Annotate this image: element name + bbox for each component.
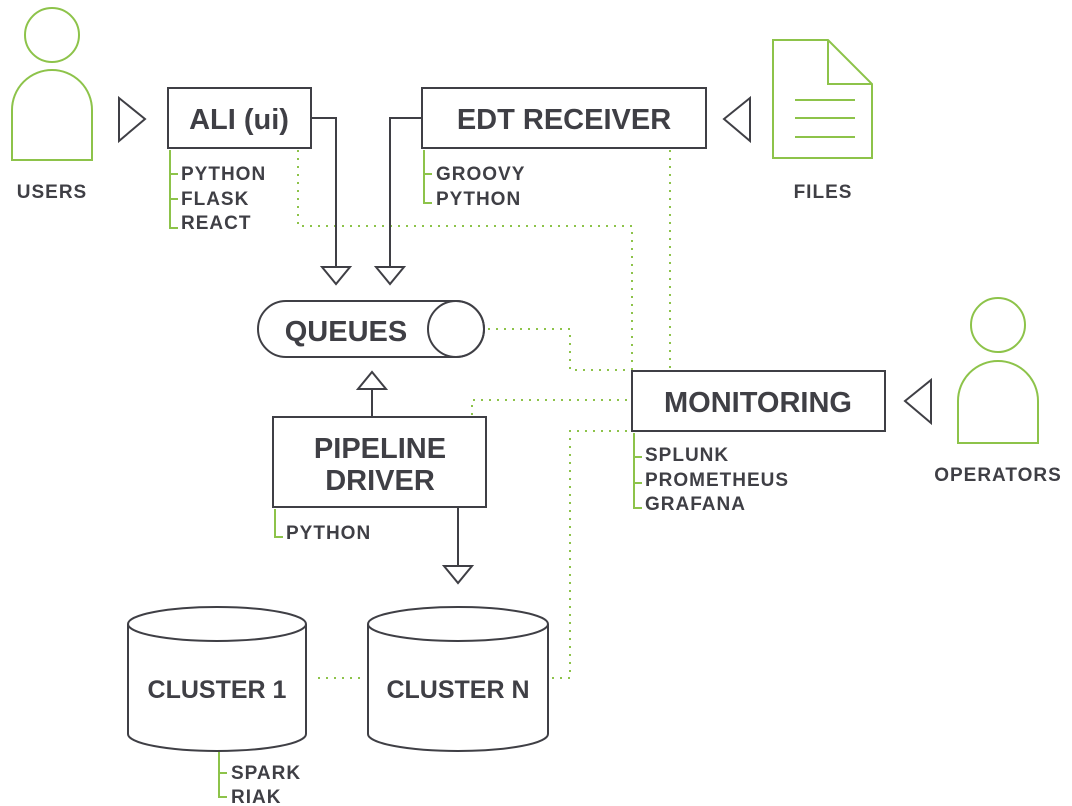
cluster-n-body <box>367 624 549 752</box>
pipeline-driver-title-line1: PIPELINE <box>314 433 446 465</box>
edt-tech-item: GROOVY <box>436 164 525 185</box>
cluster-1-database: CLUSTER 1 SPARK RIAK <box>127 606 307 806</box>
ali-tech-bracket <box>169 150 178 229</box>
queues-label: QUEUES <box>285 316 407 348</box>
files-actor: FILES <box>772 39 873 203</box>
cluster-n-top <box>367 606 549 642</box>
ali-tech-item: PYTHON <box>181 164 266 185</box>
queues-end-cap <box>427 300 485 358</box>
files-to-edt-arrow-icon <box>722 95 751 144</box>
edt-receiver-box: EDT RECEIVER GROOVY PYTHON <box>421 87 707 210</box>
operators-label: OPERATORS <box>934 465 1062 486</box>
queues-to-monitoring-dotted-line <box>488 328 632 371</box>
pipeline-tech-item: PYTHON <box>286 523 371 544</box>
cluster-tech-item: RIAK <box>231 787 281 806</box>
cluster-1-label: CLUSTER 1 <box>148 676 287 704</box>
users-label: USERS <box>17 182 87 203</box>
edt-to-queues-arrow-icon <box>373 266 407 286</box>
monitoring-tech-item: GRAFANA <box>645 494 746 515</box>
monitoring-box-title: MONITORING <box>664 387 852 419</box>
pipeline-to-monitoring-dotted-line <box>471 399 632 415</box>
cluster-tech-bracket <box>218 752 227 798</box>
users-to-ali-arrow-icon <box>118 95 147 144</box>
cluster-n-label: CLUSTER N <box>386 676 529 704</box>
ali-tech-item: FLASK <box>181 189 249 210</box>
ali-to-monitoring-dotted-line <box>297 150 633 370</box>
users-actor: USERS <box>11 7 93 203</box>
cluster-tech-item: SPARK <box>231 763 301 784</box>
edt-tech-item: PYTHON <box>436 189 521 210</box>
monitoring-tech-item: SPLUNK <box>645 445 729 466</box>
monitoring-tech-item: PROMETHEUS <box>645 470 789 491</box>
file-document-icon <box>772 39 873 159</box>
pipeline-to-queues-arrow-icon <box>355 370 389 390</box>
edt-to-queues-connector <box>389 117 422 266</box>
pipeline-tech-bracket <box>274 509 283 538</box>
pipeline-to-cluster-arrow-icon <box>441 565 475 585</box>
ali-tech-item: REACT <box>181 213 251 234</box>
ali-to-queues-arrow-icon <box>319 266 353 286</box>
edt-tech-bracket <box>423 150 432 204</box>
ali-to-queues-connector <box>311 117 337 266</box>
pipeline-driver-box-frame <box>272 416 487 508</box>
files-label: FILES <box>794 182 853 203</box>
pipeline-driver-box: PIPELINE DRIVER PYTHON <box>272 416 487 544</box>
ali-box-title: ALI (ui) <box>189 104 289 136</box>
users-body-icon <box>11 69 93 161</box>
operators-actor: OPERATORS <box>934 297 1062 486</box>
operators-to-monitoring-arrow-icon <box>903 377 932 426</box>
operators-head-icon <box>970 297 1026 353</box>
monitoring-connections <box>297 150 671 679</box>
cluster-1-body <box>127 624 307 752</box>
users-head-icon <box>24 7 80 63</box>
monitoring-tech-bracket <box>633 433 642 509</box>
edt-receiver-box-title: EDT RECEIVER <box>457 104 671 136</box>
cluster-to-monitoring-dotted-line <box>552 430 632 679</box>
cluster-1-top <box>127 606 307 642</box>
operators-body-icon <box>957 360 1039 444</box>
pipeline-driver-title-line2: DRIVER <box>325 465 435 497</box>
queues-cylinder: QUEUES <box>257 300 485 358</box>
ali-box: ALI (ui) PYTHON FLASK REACT <box>167 87 312 234</box>
cluster-n-database: CLUSTER N <box>367 606 549 752</box>
monitoring-box-frame <box>631 370 886 432</box>
monitoring-box: MONITORING SPLUNK PROMETHEUS GRAFANA <box>631 370 886 515</box>
